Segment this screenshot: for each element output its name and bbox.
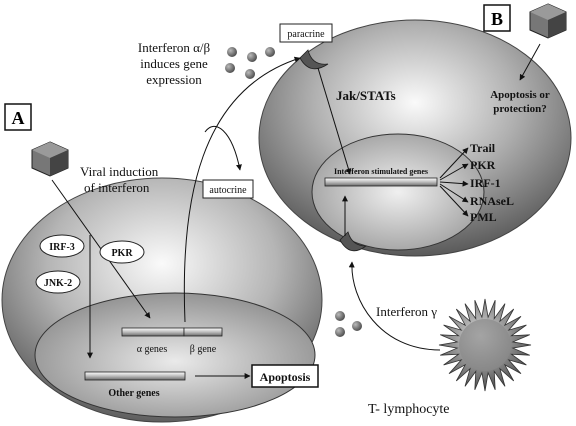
label-viral-induction-2: of interferon xyxy=(84,180,150,195)
apoptosis-box xyxy=(251,364,319,388)
jnk2-oval xyxy=(35,270,81,294)
cell-a xyxy=(1,177,323,423)
label-ifn-gamma: Interferon γ xyxy=(376,304,437,319)
virus-icon-a xyxy=(31,141,69,177)
label-irf3: IRF-3 xyxy=(49,242,75,253)
panel-a-letter: A xyxy=(12,108,25,128)
irf3-oval xyxy=(39,234,85,258)
arrow-isg-trail xyxy=(439,147,469,179)
label-paracrine: paracrine xyxy=(287,29,325,40)
label-ifn-ab-3: expression xyxy=(146,72,202,87)
cell-b-nucleus xyxy=(311,133,485,251)
label-jnk2: JNK-2 xyxy=(44,278,72,289)
receptor-icon-paracrine xyxy=(299,49,329,70)
label-apoptosis: Apoptosis xyxy=(260,370,311,384)
label-autocrine: autocrine xyxy=(209,185,247,196)
arrow-isg-pkr xyxy=(439,163,469,181)
arrow-isg-rnasel xyxy=(439,183,469,203)
panel-a-label: A xyxy=(4,103,32,131)
arrow-jak-stats xyxy=(317,67,352,175)
interferon-molecules-gamma xyxy=(335,311,362,337)
label-ifn-ab-1: Interferon α/β xyxy=(138,40,211,55)
label-viral-induction-1: Viral induction xyxy=(80,164,159,179)
arrow-tcell xyxy=(348,261,441,351)
panel-b-letter: B xyxy=(491,9,503,29)
label-ifn-ab-2: induces gene xyxy=(140,56,208,71)
cell-a-nucleus xyxy=(34,292,316,418)
label-isg-pkr: PKR xyxy=(470,158,496,172)
alpha-genes-bar xyxy=(121,327,185,337)
label-isg-trail: Trail xyxy=(470,141,496,155)
arrow-paracrine xyxy=(183,56,301,323)
cell-b xyxy=(258,19,572,257)
virus-icon-b xyxy=(529,3,567,39)
arrows xyxy=(51,43,541,379)
arrow-isg-irf1 xyxy=(439,180,469,187)
label-jak-stats: Jak/STATs xyxy=(336,88,396,103)
label-isg-rnasel: RNAseL xyxy=(470,194,514,208)
receptor-icon-gamma xyxy=(339,231,368,252)
arrow-isg-pml xyxy=(439,185,469,217)
label-isg-bar: Interferon stimulated genes xyxy=(334,167,428,176)
label-other-genes: Other genes xyxy=(108,388,159,399)
label-apoptosis-question-1: Apoptosis or xyxy=(490,89,550,101)
t-lymphocyte-icon xyxy=(438,298,532,392)
label-alpha-genes: α genes xyxy=(137,344,168,355)
interferon-molecules-top xyxy=(225,47,275,79)
label-pkr-a: PKR xyxy=(111,248,133,259)
label-isg-irf1: IRF-1 xyxy=(470,176,501,190)
label-t-lymphocyte: T- lymphocyte xyxy=(368,402,450,417)
label-isg-pml: PML xyxy=(470,210,497,224)
pkr-oval-a xyxy=(99,240,145,264)
label-beta-gene: β gene xyxy=(190,344,217,355)
autocrine-box xyxy=(202,179,254,199)
paracrine-box xyxy=(279,23,333,43)
arrow-virus-b xyxy=(519,43,541,81)
arrow-autocrine xyxy=(204,126,242,171)
isg-bar xyxy=(324,177,438,187)
label-apoptosis-question-2: protection? xyxy=(493,103,547,115)
panel-b-label: B xyxy=(483,4,511,32)
other-genes-bar xyxy=(84,371,186,381)
beta-gene-bar xyxy=(183,327,223,337)
